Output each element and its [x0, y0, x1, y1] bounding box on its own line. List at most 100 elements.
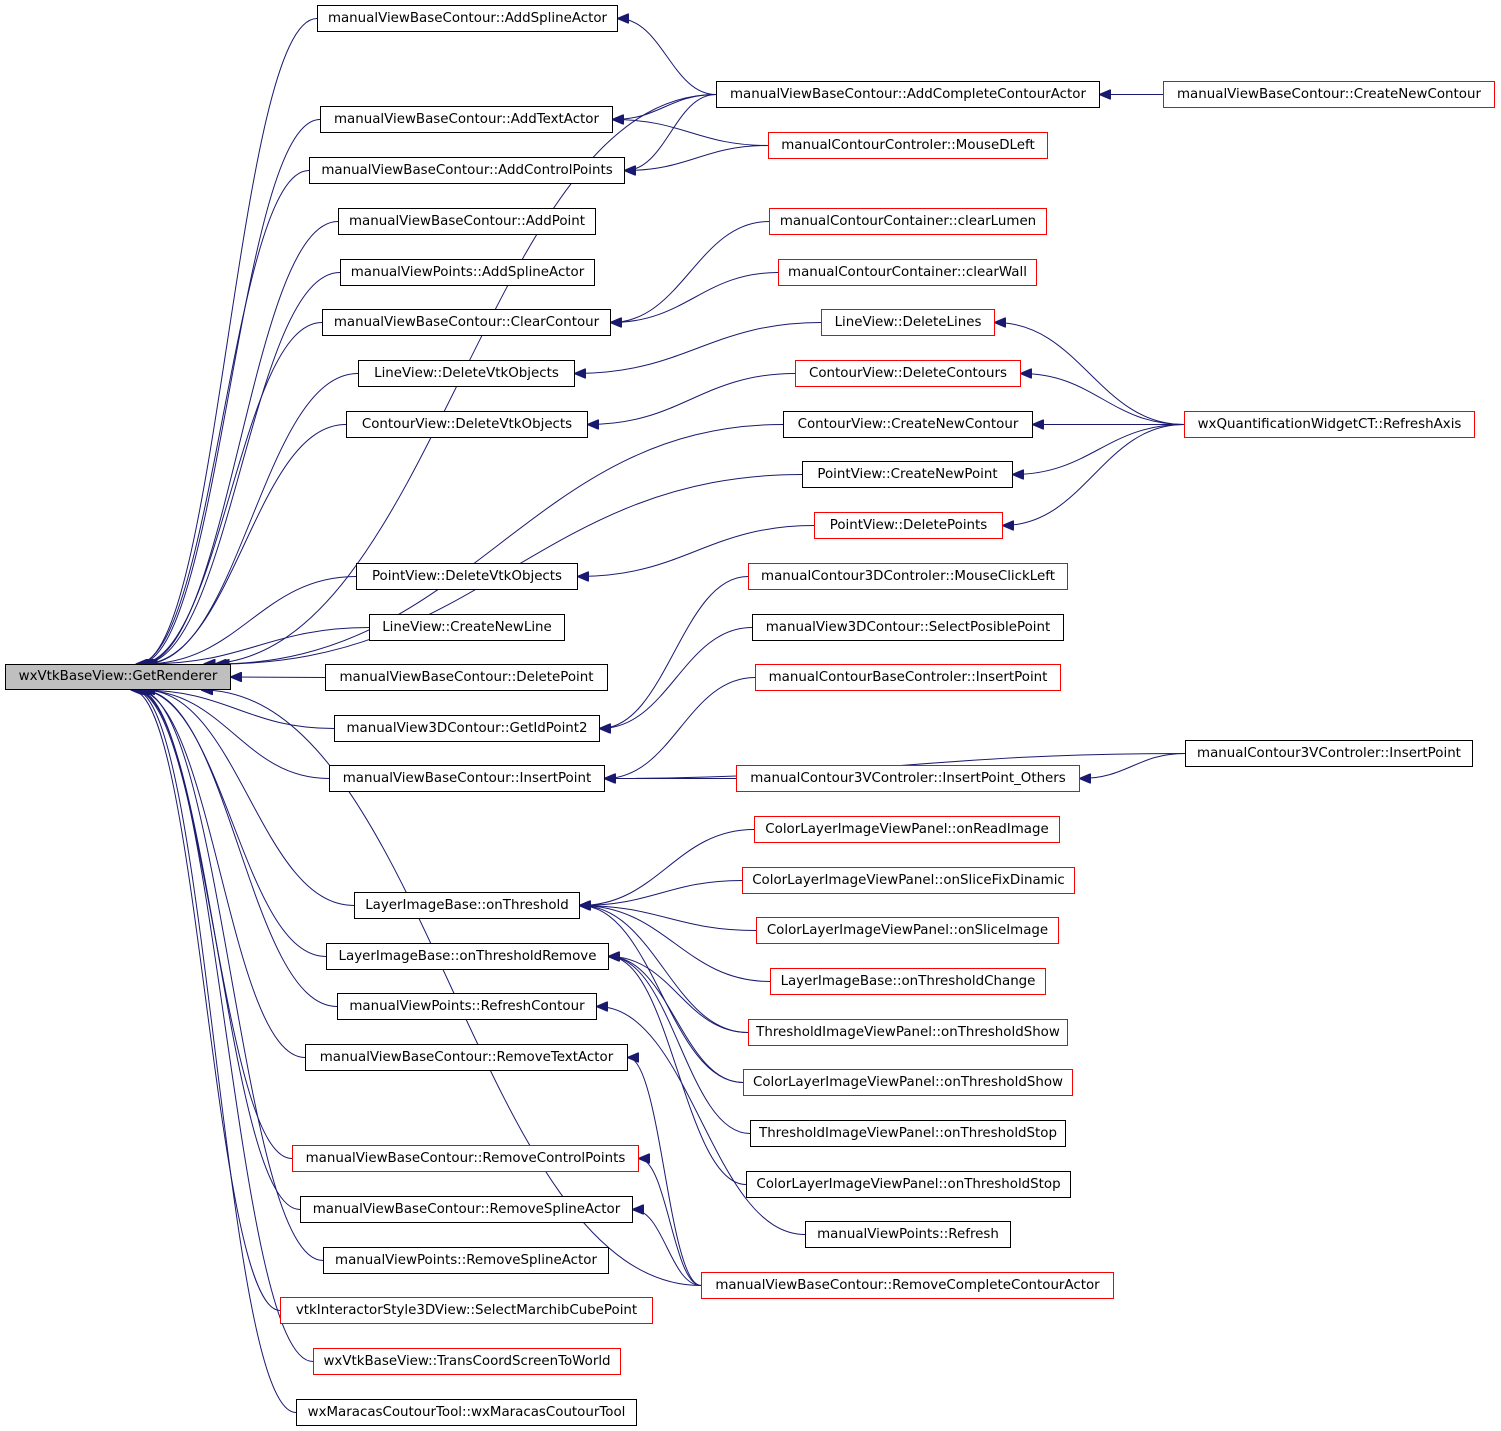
call-edge: [578, 525, 815, 577]
graph-node[interactable]: manualContourContainer::clearWall: [778, 259, 1037, 286]
call-edge: [1021, 374, 1185, 425]
call-edge: [609, 957, 751, 1134]
call-edge: [135, 690, 301, 1210]
graph-node[interactable]: ColorLayerImageViewPanel::onThresholdSho…: [743, 1069, 1073, 1096]
call-edge: [1003, 424, 1185, 526]
graph-node[interactable]: LayerImageBase::onThresholdChange: [770, 968, 1046, 995]
call-edge: [137, 690, 314, 1362]
call-edge: [633, 1210, 702, 1286]
call-edge: [597, 1007, 806, 1235]
graph-node[interactable]: LineView::DeleteVtkObjects: [358, 360, 575, 387]
call-edge: [580, 906, 749, 1033]
call-edge: [575, 322, 822, 374]
graph-node[interactable]: manualContour3VControler::InsertPoint: [1185, 740, 1473, 767]
graph-node[interactable]: manualViewPoints::Refresh: [805, 1221, 1011, 1248]
graph-node[interactable]: ContourView::DeleteContours: [795, 360, 1021, 387]
call-edge: [216, 424, 784, 665]
graph-node[interactable]: manualView3DContour::GetIdPoint2: [334, 715, 600, 742]
call-edge: [141, 221, 339, 665]
call-edge: [231, 677, 326, 678]
call-edge: [139, 690, 327, 957]
graph-node[interactable]: manualContourContainer::clearLumen: [769, 208, 1047, 235]
graph-node[interactable]: wxQuantificationWidgetCT::RefreshAxis: [1184, 411, 1475, 438]
call-edge: [609, 957, 744, 1083]
call-edge: [140, 690, 330, 779]
graph-node[interactable]: manualContourControler::MouseDLeft: [768, 132, 1048, 159]
graph-node[interactable]: manualViewBaseContour::RemoveCompleteCon…: [701, 1272, 1114, 1299]
call-edge: [139, 690, 324, 1261]
graph-node[interactable]: ThresholdImageViewPanel::onThresholdShow: [748, 1019, 1068, 1046]
graph-node[interactable]: manualViewBaseContour::AddControlPoints: [309, 157, 625, 184]
call-edge: [139, 322, 323, 665]
graph-node[interactable]: manualViewPoints::AddSplineActor: [340, 259, 595, 286]
call-edge: [600, 627, 753, 729]
call-edge: [141, 690, 338, 1007]
graph-node[interactable]: manualViewBaseContour::RemoveControlPoin…: [292, 1145, 639, 1172]
call-edge: [580, 829, 755, 906]
call-edge: [609, 957, 749, 1033]
call-edge: [138, 119, 321, 665]
graph-node[interactable]: vtkInteractorStyle3DView::SelectMarchibC…: [280, 1297, 653, 1324]
graph-node[interactable]: PointView::DeleteVtkObjects: [356, 563, 578, 590]
graph-node[interactable]: manualViewBaseContour::AddSplineActor: [317, 5, 618, 32]
call-edge: [605, 677, 756, 779]
graph-node[interactable]: manualContour3VControler::InsertPoint_Ot…: [736, 765, 1080, 792]
graph-node[interactable]: ContourView::CreateNewContour: [783, 411, 1033, 438]
graph-node[interactable]: manualContour3DControler::MouseClickLeft: [748, 563, 1068, 590]
call-edge: [588, 373, 796, 425]
call-edge: [1080, 753, 1186, 779]
graph-node[interactable]: manualViewPoints::RefreshContour: [337, 993, 597, 1020]
call-edge: [625, 94, 717, 171]
focus-node: wxVtkBaseView::GetRenderer: [5, 664, 231, 690]
graph-node[interactable]: manualViewBaseContour::RemoveTextActor: [305, 1044, 628, 1071]
call-edge: [136, 690, 306, 1058]
graph-node[interactable]: manualViewBaseContour::AddPoint: [338, 208, 596, 235]
call-edge: [1013, 424, 1185, 475]
graph-node[interactable]: PointView::CreateNewPoint: [802, 461, 1013, 488]
call-edge: [613, 94, 717, 120]
graph-node[interactable]: PointView::DeletePoints: [814, 512, 1003, 539]
graph-node[interactable]: LayerImageBase::onThresholdRemove: [326, 943, 609, 970]
call-edge: [141, 690, 335, 729]
graph-node[interactable]: manualViewBaseContour::AddCompleteContou…: [716, 81, 1100, 108]
graph-node[interactable]: manualViewBaseContour::InsertPoint: [329, 765, 605, 792]
graph-node[interactable]: manualContourBaseControler::InsertPoint: [755, 664, 1061, 691]
call-edge: [138, 18, 318, 665]
call-edge: [611, 272, 779, 323]
call-edge: [625, 145, 769, 171]
call-edge: [144, 690, 355, 906]
graph-node[interactable]: ThresholdImageViewPanel::onThresholdStop: [750, 1120, 1066, 1147]
graph-node[interactable]: ColorLayerImageViewPanel::onSliceImage: [756, 917, 1059, 944]
graph-node[interactable]: LayerImageBase::onThreshold: [354, 892, 580, 919]
graph-node[interactable]: manualViewBaseContour::AddTextActor: [320, 106, 613, 133]
graph-node[interactable]: ContourView::DeleteVtkObjects: [346, 411, 588, 438]
call-edge: [134, 690, 297, 1413]
call-edge: [628, 1058, 702, 1286]
call-edge: [580, 906, 757, 931]
call-edge: [143, 424, 347, 665]
call-edge: [147, 627, 370, 665]
graph-node[interactable]: ColorLayerImageViewPanel::onThresholdSto…: [746, 1171, 1071, 1198]
graph-node[interactable]: manualViewBaseContour::ClearContour: [322, 309, 611, 336]
graph-node[interactable]: LineView::DeleteLines: [821, 309, 995, 336]
call-edge: [137, 170, 310, 665]
call-edge: [580, 906, 771, 982]
graph-node[interactable]: ColorLayerImageViewPanel::onReadImage: [754, 816, 1060, 843]
graph-node[interactable]: ColorLayerImageViewPanel::onSliceFixDina…: [742, 867, 1075, 894]
call-edge: [580, 880, 743, 906]
graph-node[interactable]: wxMaracasCoutourTool::wxMaracasCoutourTo…: [296, 1399, 637, 1426]
call-edge: [145, 373, 359, 665]
graph-node[interactable]: manualViewPoints::RemoveSplineActor: [323, 1247, 609, 1274]
call-edge: [995, 323, 1185, 425]
call-edge: [609, 957, 747, 1185]
call-edge: [600, 576, 749, 729]
graph-node[interactable]: manualViewBaseContour::DeletePoint: [325, 664, 608, 691]
graph-node[interactable]: wxVtkBaseView::TransCoordScreenToWorld: [313, 1348, 621, 1375]
graph-node[interactable]: manualViewBaseContour::RemoveSplineActor: [300, 1196, 633, 1223]
graph-node[interactable]: manualView3DContour::SelectPosiblePoint: [752, 614, 1064, 641]
call-edge: [144, 576, 357, 665]
graph-node[interactable]: LineView::CreateNewLine: [369, 614, 565, 641]
graph-node[interactable]: manualViewBaseContour::CreateNewContour: [1163, 81, 1495, 108]
